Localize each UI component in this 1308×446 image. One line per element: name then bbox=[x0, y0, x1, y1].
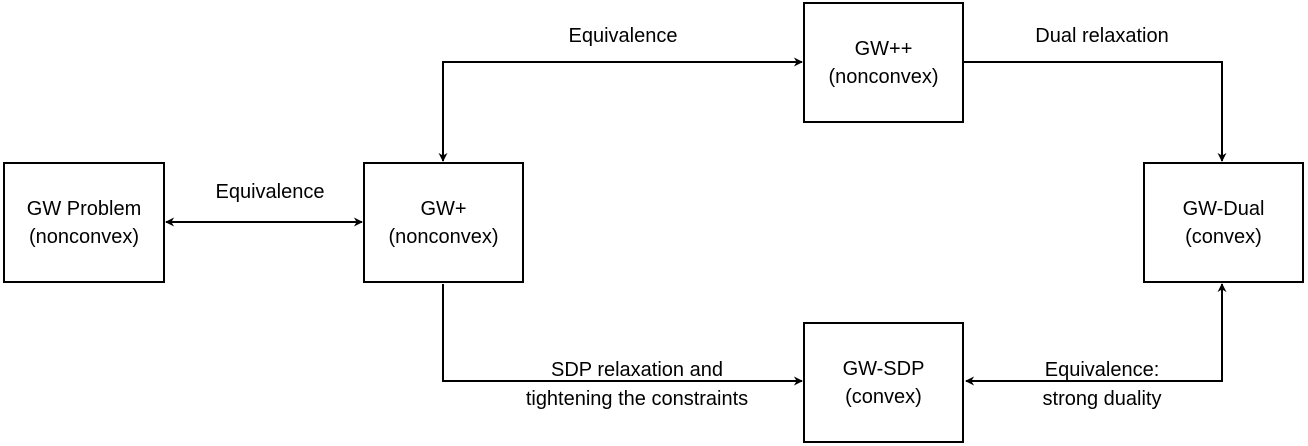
node-gw-sdp-subtitle: (convex) bbox=[845, 385, 922, 408]
node-gw-plusplus-title: GW++ bbox=[854, 37, 913, 60]
edge-label-problem-plus: Equivalence bbox=[215, 181, 325, 203]
edge-label-plus-sdp-line2: tightening the constraints bbox=[525, 388, 749, 410]
edge-label-plus-sdp-line1: SDP relaxation and bbox=[551, 359, 723, 381]
node-gw-plus-title: GW+ bbox=[420, 197, 467, 220]
edge-label-sdp-dual-line2: strong duality bbox=[1042, 388, 1162, 410]
node-gw-sdp: GW-SDP (convex) bbox=[803, 322, 964, 443]
edge-label-plusplus-dual: Dual relaxation bbox=[1035, 25, 1169, 47]
node-gw-problem-subtitle: (nonconvex) bbox=[28, 225, 140, 248]
node-gw-problem-title: GW Problem bbox=[26, 197, 142, 220]
node-gw-problem: GW Problem (nonconvex) bbox=[3, 162, 165, 283]
edge-plus-plusplus bbox=[438, 57, 803, 162]
edge-sdp-dual bbox=[965, 283, 1227, 386]
node-gw-sdp-title: GW-SDP bbox=[842, 357, 925, 380]
edge-plus-sdp bbox=[442, 284, 803, 386]
node-gw-plusplus: GW++ (nonconvex) bbox=[803, 2, 964, 123]
edge-plusplus-dual bbox=[964, 61, 1227, 162]
edge-label-sdp-dual: Equivalence: strong duality bbox=[1002, 356, 1202, 414]
node-gw-plusplus-subtitle: (nonconvex) bbox=[828, 65, 939, 88]
edge-label-sdp-dual-line1: Equivalence: bbox=[1044, 359, 1160, 381]
node-gw-dual: GW-Dual (convex) bbox=[1143, 162, 1304, 283]
edge-label-plus-sdp: SDP relaxation and tightening the constr… bbox=[487, 356, 787, 414]
edge-label-plus-plusplus: Equivalence bbox=[568, 25, 678, 47]
node-gw-plus: GW+ (nonconvex) bbox=[363, 162, 524, 283]
node-gw-dual-title: GW-Dual bbox=[1182, 197, 1265, 220]
node-gw-plus-subtitle: (nonconvex) bbox=[388, 225, 499, 248]
node-gw-dual-subtitle: (convex) bbox=[1185, 225, 1262, 248]
